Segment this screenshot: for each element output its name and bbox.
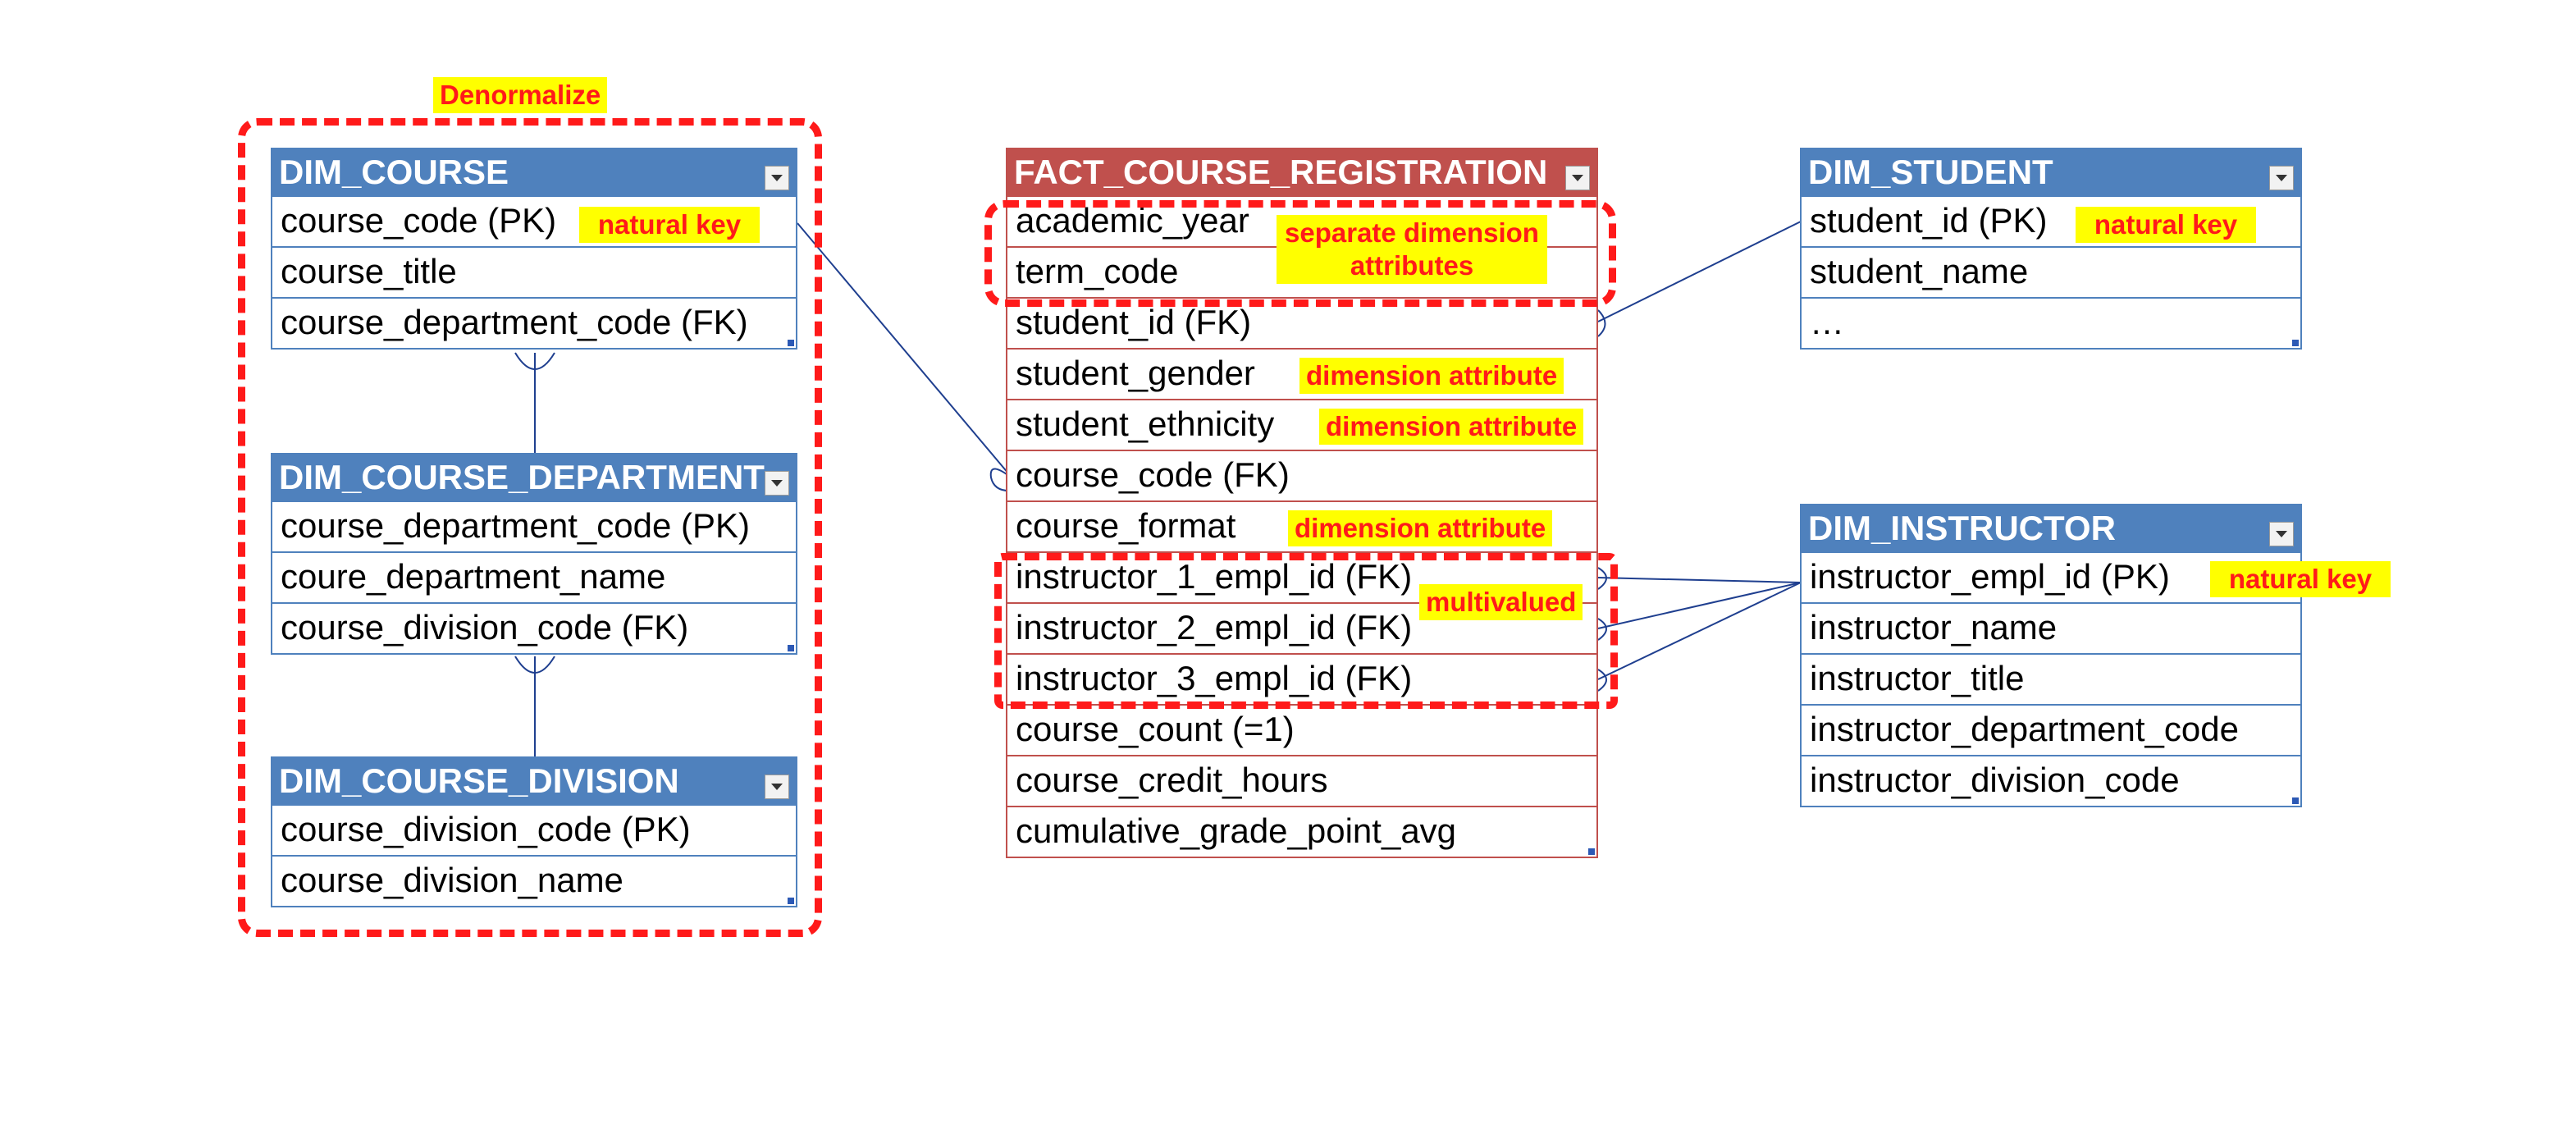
link-instructor-3 (1597, 582, 1802, 680)
link-course-to-fact (797, 222, 1014, 480)
dim-student-header: DIM_STUDENT (1800, 148, 2302, 197)
table-row: course_division_code (PK) (271, 806, 797, 857)
dim-course-department-title: DIM_COURSE_DEPARTMENT (279, 458, 765, 496)
dropdown-arrow-icon[interactable] (765, 471, 789, 496)
separate-dimension-group-outline (984, 200, 1616, 307)
dim-course-department-table[interactable]: DIM_COURSE_DEPARTMENT course_department_… (271, 453, 797, 655)
natural-key-label-student: natural key (2076, 207, 2256, 243)
table-row: instructor_department_code (1800, 706, 2302, 756)
link-department-division-foot (514, 656, 555, 674)
table-row: … (1800, 299, 2302, 350)
separate-dimension-attributes-text: separate dimension attributes (1285, 217, 1539, 281)
table-row: cumulative_grade_point_avg (1006, 807, 1598, 858)
resize-handle-icon[interactable] (2292, 797, 2299, 804)
dim-course-department-header: DIM_COURSE_DEPARTMENT (271, 453, 797, 502)
dim-course-division-title: DIM_COURSE_DIVISION (279, 761, 679, 800)
table-row: course_division_name (271, 857, 797, 907)
dropdown-arrow-icon[interactable] (765, 166, 789, 190)
dim-student-title: DIM_STUDENT (1808, 153, 2053, 191)
dropdown-arrow-icon[interactable] (2269, 166, 2294, 190)
denormalize-group-outline (238, 118, 822, 937)
fact-course-registration-header: FACT_COURSE_REGISTRATION (1006, 148, 1598, 197)
dim-instructor-title: DIM_INSTRUCTOR (1808, 509, 2116, 547)
row-text: course_department_code (FK) (281, 303, 748, 341)
dim-course-table[interactable]: DIM_COURSE course_code (PK) course_title… (271, 148, 797, 350)
link-course-crowfoot (989, 468, 1014, 492)
dim-course-division-table[interactable]: DIM_COURSE_DIVISION course_division_code… (271, 756, 797, 907)
separate-dimension-attributes-label: separate dimension attributes (1277, 215, 1547, 284)
denormalize-label: Denormalize (433, 77, 608, 113)
row-text: course_division_code (FK) (281, 608, 689, 647)
dim-course-division-header: DIM_COURSE_DIVISION (271, 756, 797, 806)
table-row: student_id (FK) (1006, 299, 1598, 350)
table-row: course_department_code (PK) (271, 502, 797, 553)
natural-key-label-course: natural key (579, 207, 760, 243)
dropdown-arrow-icon[interactable] (2269, 522, 2294, 546)
fact-course-registration-title: FACT_COURSE_REGISTRATION (1014, 153, 1548, 191)
table-row: student_name (1800, 248, 2302, 299)
link-course-department-foot (514, 352, 555, 370)
resize-handle-icon[interactable] (788, 898, 794, 904)
row-text: cumulative_grade_point_avg (1016, 811, 1457, 850)
table-row: course_division_code (FK) (271, 604, 797, 655)
resize-handle-icon[interactable] (1588, 848, 1595, 855)
dim-course-header: DIM_COURSE (271, 148, 797, 197)
table-row: course_code (FK) (1006, 451, 1598, 502)
dimension-attribute-label-format: dimension attribute (1288, 510, 1553, 546)
dim-instructor-table[interactable]: DIM_INSTRUCTOR instructor_empl_id (PK) i… (1800, 504, 2302, 807)
table-row: course_count (=1) (1006, 706, 1598, 756)
resize-handle-icon[interactable] (788, 645, 794, 651)
dropdown-arrow-icon[interactable] (1565, 166, 1590, 190)
multivalued-group-outline (994, 553, 1618, 709)
natural-key-label-instructor: natural key (2210, 561, 2391, 597)
multivalued-label: multivalued (1419, 584, 1583, 620)
link-instructor-3-foot (1597, 669, 1607, 692)
resize-handle-icon[interactable] (2292, 340, 2299, 346)
link-student-to-fact (1597, 221, 1802, 322)
table-row: coure_department_name (271, 553, 797, 604)
link-instructor-1-foot (1597, 567, 1607, 590)
link-instructor-1 (1597, 577, 1802, 583)
table-row: course_credit_hours (1006, 756, 1598, 807)
table-row: instructor_division_code (1800, 756, 2302, 807)
dropdown-arrow-icon[interactable] (765, 775, 789, 799)
table-row: instructor_2_empl_id (FK) (1006, 604, 1598, 655)
link-student-crowfoot (1597, 309, 1606, 337)
table-row: course_title (271, 248, 797, 299)
dim-instructor-header: DIM_INSTRUCTOR (1800, 504, 2302, 553)
link-instructor-2 (1597, 582, 1802, 629)
dim-course-title: DIM_COURSE (279, 153, 509, 191)
dimension-attribute-label-ethnicity: dimension attribute (1319, 409, 1584, 445)
table-row: instructor_title (1800, 655, 2302, 706)
dimension-attribute-label-gender: dimension attribute (1299, 358, 1564, 394)
row-text: … (1810, 303, 1844, 341)
row-text: course_division_name (281, 861, 623, 899)
dim-student-table[interactable]: DIM_STUDENT student_id (PK) student_name… (1800, 148, 2302, 350)
link-instructor-2-foot (1597, 618, 1607, 641)
table-row: instructor_name (1800, 604, 2302, 655)
table-row: course_department_code (FK) (271, 299, 797, 350)
row-text: instructor_division_code (1810, 761, 2180, 799)
resize-handle-icon[interactable] (788, 340, 794, 346)
